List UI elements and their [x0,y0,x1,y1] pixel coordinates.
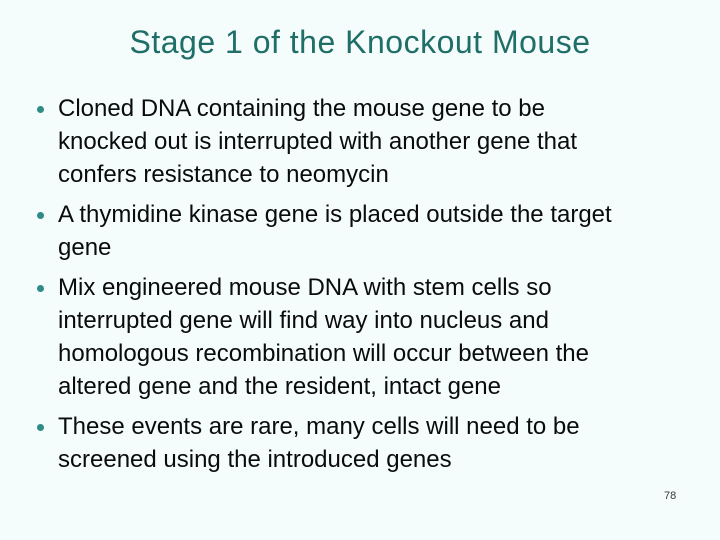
bullet-line: knocked out is interrupted with another … [58,128,577,155]
bullet-icon [37,212,44,219]
bullet-icon [37,106,44,113]
bullet-line: A thymidine kinase gene is placed outsid… [58,201,612,228]
bullet-line: altered gene and the resident, intact ge… [58,373,501,400]
list-item: Cloned DNA containing the mouse gene to … [36,92,704,191]
bullet-text: Mix engineered mouse DNA with stem cells… [58,271,589,403]
page-title: Stage 1 of the Knockout Mouse [129,24,591,60]
bullet-list: Cloned DNA containing the mouse gene to … [36,92,704,483]
list-item: A thymidine kinase gene is placed outsid… [36,198,704,264]
bullet-line: gene [58,234,112,261]
bullet-icon [37,424,44,431]
bullet-text: Cloned DNA containing the mouse gene to … [58,92,577,191]
bullet-line: screened using the introduced genes [58,446,452,473]
list-item: Mix engineered mouse DNA with stem cells… [36,271,704,403]
bullet-line: confers resistance to neomycin [58,161,389,188]
list-item: These events are rare, many cells will n… [36,410,704,476]
bullet-line: homologous recombination will occur betw… [58,340,589,367]
bullet-icon [37,285,44,292]
bullet-line: Cloned DNA containing the mouse gene to … [58,95,545,122]
bullet-line: Mix engineered mouse DNA with stem cells… [58,274,552,301]
bullet-line: interrupted gene will find way into nucl… [58,307,549,334]
bullet-text: A thymidine kinase gene is placed outsid… [58,198,612,264]
bullet-text: These events are rare, many cells will n… [58,410,580,476]
bullet-line: These events are rare, many cells will n… [58,413,580,440]
page-number: 78 [664,490,677,502]
